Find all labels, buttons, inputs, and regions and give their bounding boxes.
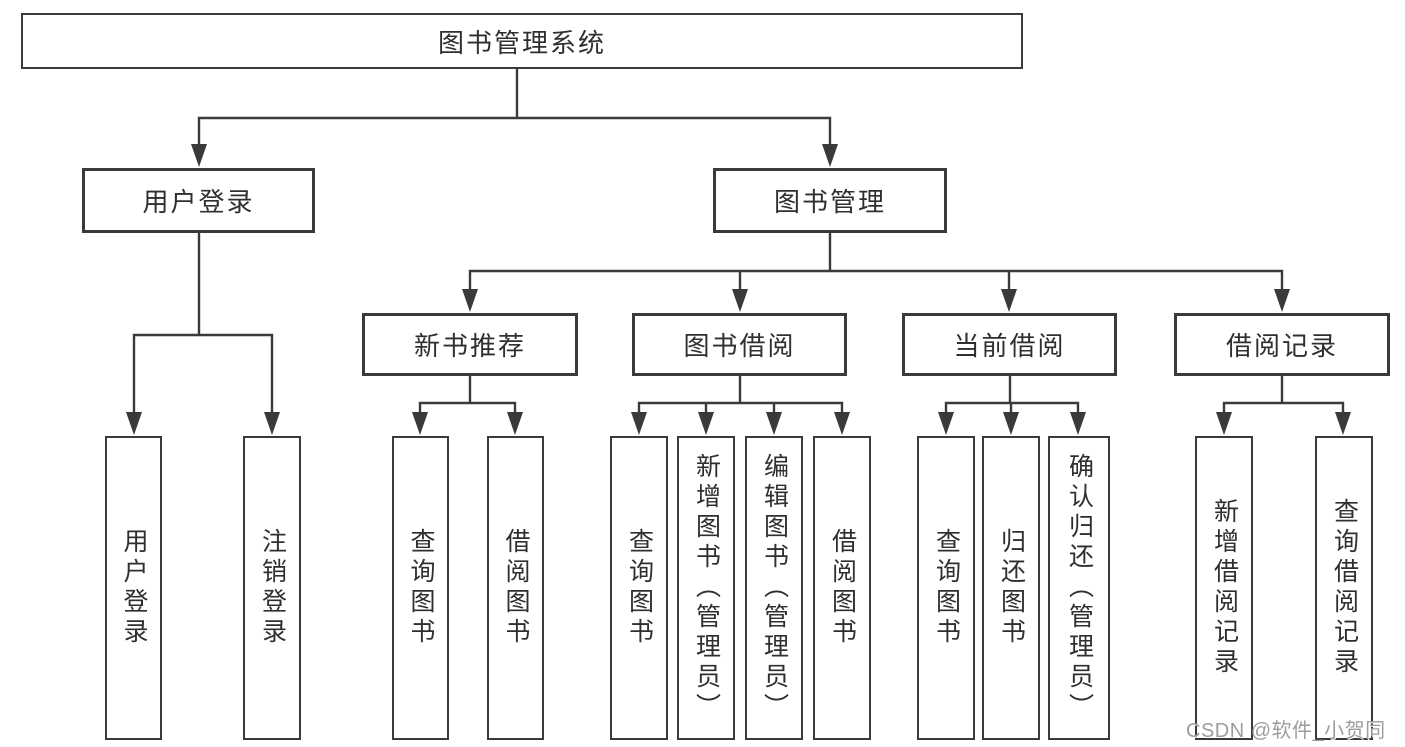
leaf-label: 查询图书 (625, 528, 654, 648)
node-current-borrowing: 当前借阅 (902, 313, 1117, 376)
node-label: 图书管理系统 (437, 27, 606, 58)
node-book-borrowing: 图书借阅 (632, 313, 847, 376)
leaf-label: 查询图书 (407, 528, 435, 648)
leaf-label: 借阅图书 (828, 528, 857, 648)
leaf-label: 查询借阅记录 (1330, 498, 1359, 678)
node-new-book-recommend: 新书推荐 (362, 313, 578, 376)
leaf-query-books-current: 查询图书 (917, 436, 975, 740)
node-label: 新书推荐 (413, 331, 526, 361)
leaf-confirm-return-admin: 确认归还（管理员） (1048, 436, 1110, 740)
leaf-query-books-recommend: 查询图书 (392, 436, 449, 740)
leaf-label: 注销登录 (258, 528, 287, 648)
leaf-borrow-books: 借阅图书 (813, 436, 871, 740)
leaf-edit-book-admin: 编辑图书（管理员） (745, 436, 803, 740)
leaf-label: 查询图书 (932, 528, 961, 648)
leaf-label: 新增借阅记录 (1210, 498, 1239, 678)
node-user-login: 用户登录 (82, 168, 315, 233)
leaf-logout: 注销登录 (243, 436, 301, 740)
node-label: 用户登录 (142, 187, 255, 217)
node-label: 当前借阅 (953, 331, 1066, 361)
node-book-management: 图书管理 (713, 168, 947, 233)
csdn-watermark: CSDN @软件_小贺同学 (1186, 720, 1386, 742)
leaf-return-book: 归还图书 (982, 436, 1040, 740)
leaf-add-borrow-record: 新增借阅记录 (1195, 436, 1253, 740)
leaf-add-book-admin: 新增图书（管理员） (677, 436, 735, 740)
leaf-label: 用户登录 (120, 528, 148, 648)
node-label: 借阅记录 (1225, 331, 1338, 361)
leaf-label: 编辑图书（管理员） (760, 453, 789, 723)
node-library-management-system: 图书管理系统 (21, 13, 1023, 69)
node-label: 图书借阅 (683, 331, 796, 361)
leaf-borrow-books-recommend: 借阅图书 (487, 436, 544, 740)
leaf-label: 借阅图书 (502, 528, 530, 648)
node-borrowing-records: 借阅记录 (1174, 313, 1390, 376)
leaf-label: 新增图书（管理员） (692, 453, 721, 723)
leaf-user-login: 用户登录 (105, 436, 162, 740)
leaf-query-books-borrow: 查询图书 (610, 436, 668, 740)
node-label: 图书管理 (773, 187, 886, 217)
leaf-label: 确认归还（管理员） (1065, 453, 1094, 723)
leaf-query-borrow-record: 查询借阅记录 (1315, 436, 1373, 740)
leaf-label: 归还图书 (997, 528, 1026, 648)
